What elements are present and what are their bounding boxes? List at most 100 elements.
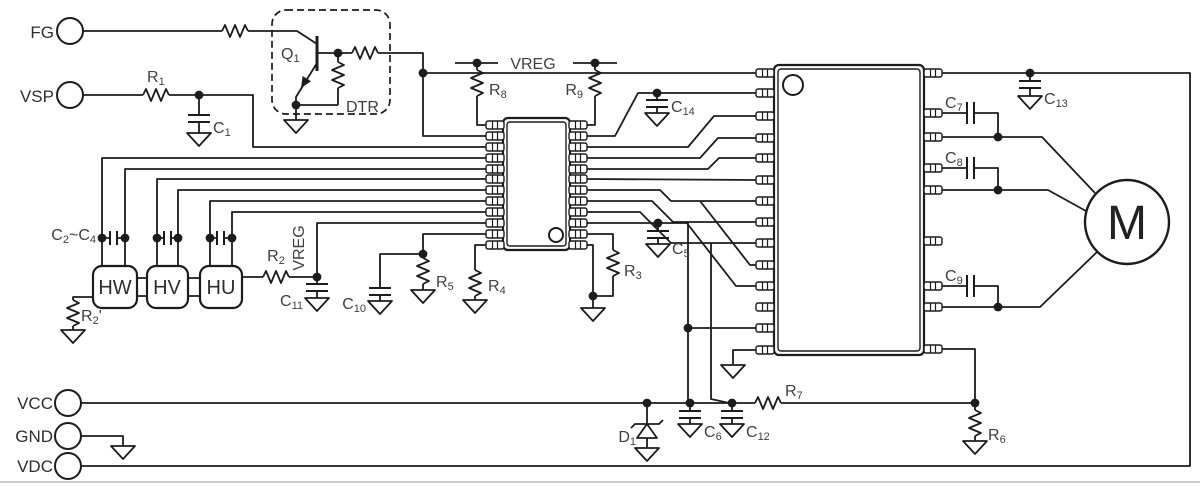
capacitor-icon — [678, 410, 702, 419]
ic-pin — [485, 207, 505, 217]
ic-pin — [755, 345, 775, 355]
junction-dot — [588, 291, 598, 301]
motor-label: M — [1107, 197, 1147, 250]
junction-dot — [1025, 68, 1035, 78]
label-q1: Q1 — [281, 46, 300, 65]
junction-dot — [418, 68, 428, 78]
gnd-terminal — [54, 422, 82, 450]
wire-r3-gnd — [587, 233, 614, 308]
repeated-symbols — [60, 24, 1043, 462]
capacitor-icon — [966, 156, 975, 180]
junction-dot — [993, 132, 1003, 142]
junction-dot — [727, 398, 737, 408]
ic-pin — [923, 281, 943, 291]
junction-dot — [642, 398, 652, 408]
capacitor-icon — [1018, 80, 1042, 89]
ic-pin — [923, 302, 943, 312]
pre-driver-ic — [501, 116, 572, 252]
ic-pin — [923, 68, 943, 78]
label-vreg-top: VREG — [510, 56, 555, 73]
ground-icon — [304, 297, 330, 312]
ic-pin — [568, 240, 588, 250]
label-c10: C10 — [342, 296, 366, 315]
label-c11: C11 — [280, 293, 303, 312]
junction-dot — [418, 249, 428, 259]
label-c8: C8 — [945, 150, 963, 169]
ground-icon — [677, 423, 703, 438]
ic-pin — [923, 108, 943, 118]
ic-pin — [568, 207, 588, 217]
ic-pin — [923, 132, 943, 142]
label-r2prime: R2' — [81, 308, 102, 327]
motor: M — [1083, 178, 1171, 266]
ic-pin — [485, 240, 505, 250]
resistor-icon — [262, 270, 290, 284]
junction-dot — [333, 48, 343, 58]
ic-pin1-marker — [782, 74, 804, 96]
resistor-icon — [351, 46, 379, 60]
ic-pin — [755, 153, 775, 163]
junction-dot — [653, 218, 663, 228]
capacitor-icon — [720, 410, 744, 419]
ic-pin — [568, 164, 588, 174]
label-c2c4: C2~C4 — [51, 227, 96, 246]
ic-pin — [568, 153, 588, 163]
ground-icon — [60, 329, 86, 344]
ic-pin — [485, 153, 505, 163]
label-c5: C5 — [672, 241, 690, 260]
ground-icon — [1017, 95, 1043, 110]
ground-icon — [644, 112, 670, 127]
capacitor-icon — [216, 230, 225, 246]
label-r7: R7 — [785, 383, 803, 402]
wire-fg-q1-net — [83, 30, 756, 137]
ic-pin — [568, 142, 588, 152]
label-vreg-hall: VREG — [291, 225, 308, 270]
junction-dot — [227, 233, 237, 243]
fg-terminal — [56, 17, 84, 45]
ic-pin — [568, 229, 588, 239]
ground-icon — [367, 300, 393, 315]
ic-pin — [568, 174, 588, 184]
wire-vsp-net — [83, 94, 486, 148]
ic-pin — [923, 163, 943, 173]
ic-pin — [485, 185, 505, 195]
resistor-icon — [66, 299, 80, 327]
resistor-icon — [968, 409, 982, 437]
ic-pin — [923, 185, 943, 195]
ic-pin — [923, 236, 943, 246]
ic-pin1-marker — [548, 227, 564, 243]
capacitor-icon — [966, 274, 975, 298]
wire-phase-outputs — [942, 112, 1098, 308]
resistor-icon — [221, 24, 249, 38]
resistor-icon — [754, 396, 782, 410]
ic-pin — [485, 142, 505, 152]
label-r9: R9 — [565, 82, 583, 101]
ic-pin — [755, 133, 775, 143]
ground-icon — [645, 243, 671, 258]
wire-gnd-terminal — [81, 435, 124, 446]
ic-pin — [755, 238, 775, 248]
ic-pin — [485, 164, 505, 174]
capacitor-icon — [109, 230, 118, 246]
label-dtr: DTR — [346, 99, 379, 116]
ic-pin — [755, 323, 775, 333]
label-c13: C13 — [1044, 91, 1068, 110]
junction-dot — [97, 233, 107, 243]
label-r3: R3 — [624, 263, 642, 282]
vcc-label: VCC — [17, 394, 53, 413]
ground-icon — [962, 440, 988, 455]
ic-pin — [755, 302, 775, 312]
ic-pin — [755, 260, 775, 270]
ic-pin — [568, 218, 588, 228]
motor-body — [1083, 178, 1171, 266]
wire-bigic-gnd-pin — [732, 349, 756, 365]
resistor-icon — [416, 257, 430, 285]
junction-dot — [194, 90, 204, 100]
junction-dot — [120, 233, 130, 243]
ic-pin — [755, 175, 775, 185]
dtr-dashed-box — [271, 9, 391, 115]
label-r6: R6 — [988, 427, 1006, 446]
hall-sensor-hu — [198, 264, 244, 310]
ground-icon — [462, 299, 488, 314]
fg-label: FG — [30, 23, 54, 42]
